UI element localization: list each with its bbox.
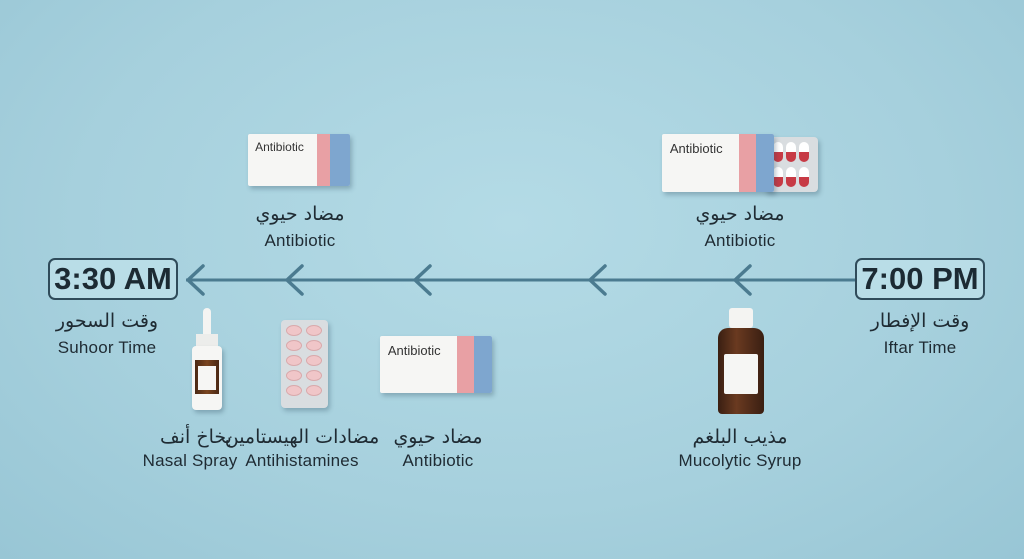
iftar-label-en: Iftar Time xyxy=(883,338,957,357)
top-left-label-ar: مضاد حيوي xyxy=(255,203,345,225)
top-left-label-en: Antibiotic xyxy=(264,231,336,250)
antibiotic-bottom-label-ar: مضاد حيوي xyxy=(393,426,483,448)
antibiotic-box-image: Antibiotic xyxy=(662,134,774,192)
suhoor-label-ar: وقت السحور xyxy=(55,310,159,332)
nasal-spray-label-en: Nasal Spray xyxy=(142,451,238,470)
chevron-left-icon xyxy=(285,264,304,296)
chevron-left-icon xyxy=(413,264,432,296)
antibiotic-box-image: Antibiotic xyxy=(380,336,492,393)
start-time-box: 7:00 PM xyxy=(855,258,985,300)
antihistamine-blister-image xyxy=(281,320,328,408)
syrup-label-ar: مذيب البلغم xyxy=(692,426,788,448)
top-right-label-en: Antibiotic xyxy=(704,231,776,250)
end-time-box: 3:30 AM xyxy=(48,258,178,300)
nasal-spray-image xyxy=(192,308,222,410)
antihistamines-label-ar: مضادات الهيستامين xyxy=(224,426,380,448)
syrup-label-en: Mucolytic Syrup xyxy=(678,451,802,470)
nasal-spray-label-ar: بخاخ أنف xyxy=(160,426,232,448)
suhoor-label-en: Suhoor Time xyxy=(57,338,157,357)
top-right-label-ar: مضاد حيوي xyxy=(695,203,785,225)
antibiotic-box-image: Antibiotic xyxy=(248,134,350,186)
antibiotic-bottom-label-en: Antibiotic xyxy=(402,451,474,470)
chevron-left-icon xyxy=(186,264,205,296)
chevron-left-icon xyxy=(733,264,752,296)
antihistamines-label-en: Antihistamines xyxy=(245,451,359,470)
iftar-label-ar: وقت الإفطار xyxy=(870,310,970,332)
syrup-bottle-image xyxy=(718,308,764,414)
chevron-left-icon xyxy=(588,264,607,296)
